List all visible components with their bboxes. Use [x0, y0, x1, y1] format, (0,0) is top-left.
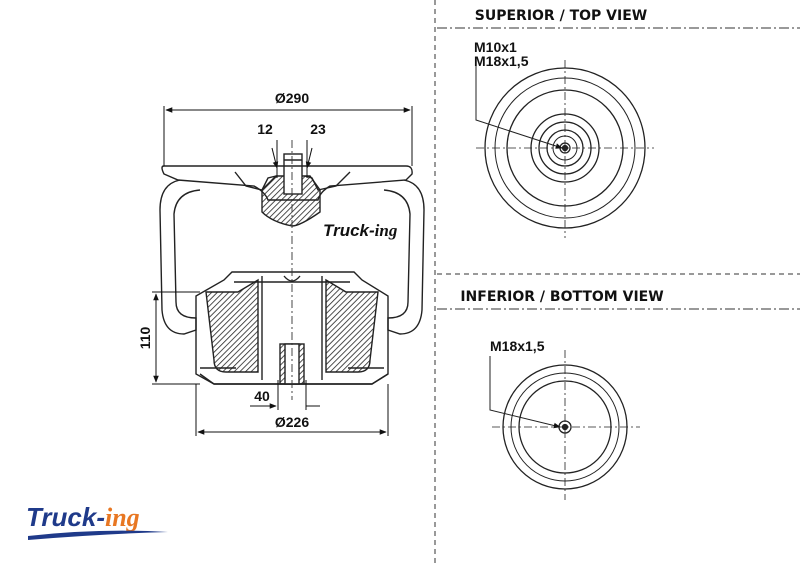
dim-height: 110 — [137, 326, 153, 349]
logo-main-text: Truck- — [26, 502, 105, 532]
bottom-thread-1: M18x1,5 — [490, 338, 545, 354]
top-thread-1: M10x1 — [474, 39, 517, 55]
top-view-heading: SUPERIOR / TOP VIEW — [475, 8, 647, 24]
piston-inner-right — [325, 278, 379, 373]
piston-inner-left — [205, 278, 259, 373]
dim-bottom-hole: 40 — [254, 388, 270, 404]
dim-top-small-right: 23 — [310, 121, 326, 137]
top-stud — [283, 153, 303, 195]
dim-top-diameter: Ø290 — [275, 90, 309, 106]
side-dimensions — [152, 106, 413, 436]
logo-accent-text: ing — [105, 503, 140, 532]
piston-top — [195, 271, 389, 385]
bellows-outline — [159, 179, 201, 335]
top-thread-2: M18x1,5 — [474, 53, 529, 69]
top-view — [475, 60, 654, 238]
svg-text:Truck-ing: Truck-ing — [26, 502, 140, 532]
bellows-outline-right — [383, 179, 425, 335]
top-nut-hatch — [261, 175, 321, 227]
bellows-logo: Truck-ing — [323, 221, 398, 240]
brand-logo: Truck-ing — [26, 502, 168, 540]
bottom-view — [489, 350, 640, 500]
logo-swoosh — [28, 530, 168, 540]
dim-top-small-left: 12 — [257, 121, 273, 137]
dim-bottom-diameter: Ø226 — [275, 414, 309, 430]
bottom-view-heading: INFERIOR / BOTTOM VIEW — [460, 289, 663, 305]
